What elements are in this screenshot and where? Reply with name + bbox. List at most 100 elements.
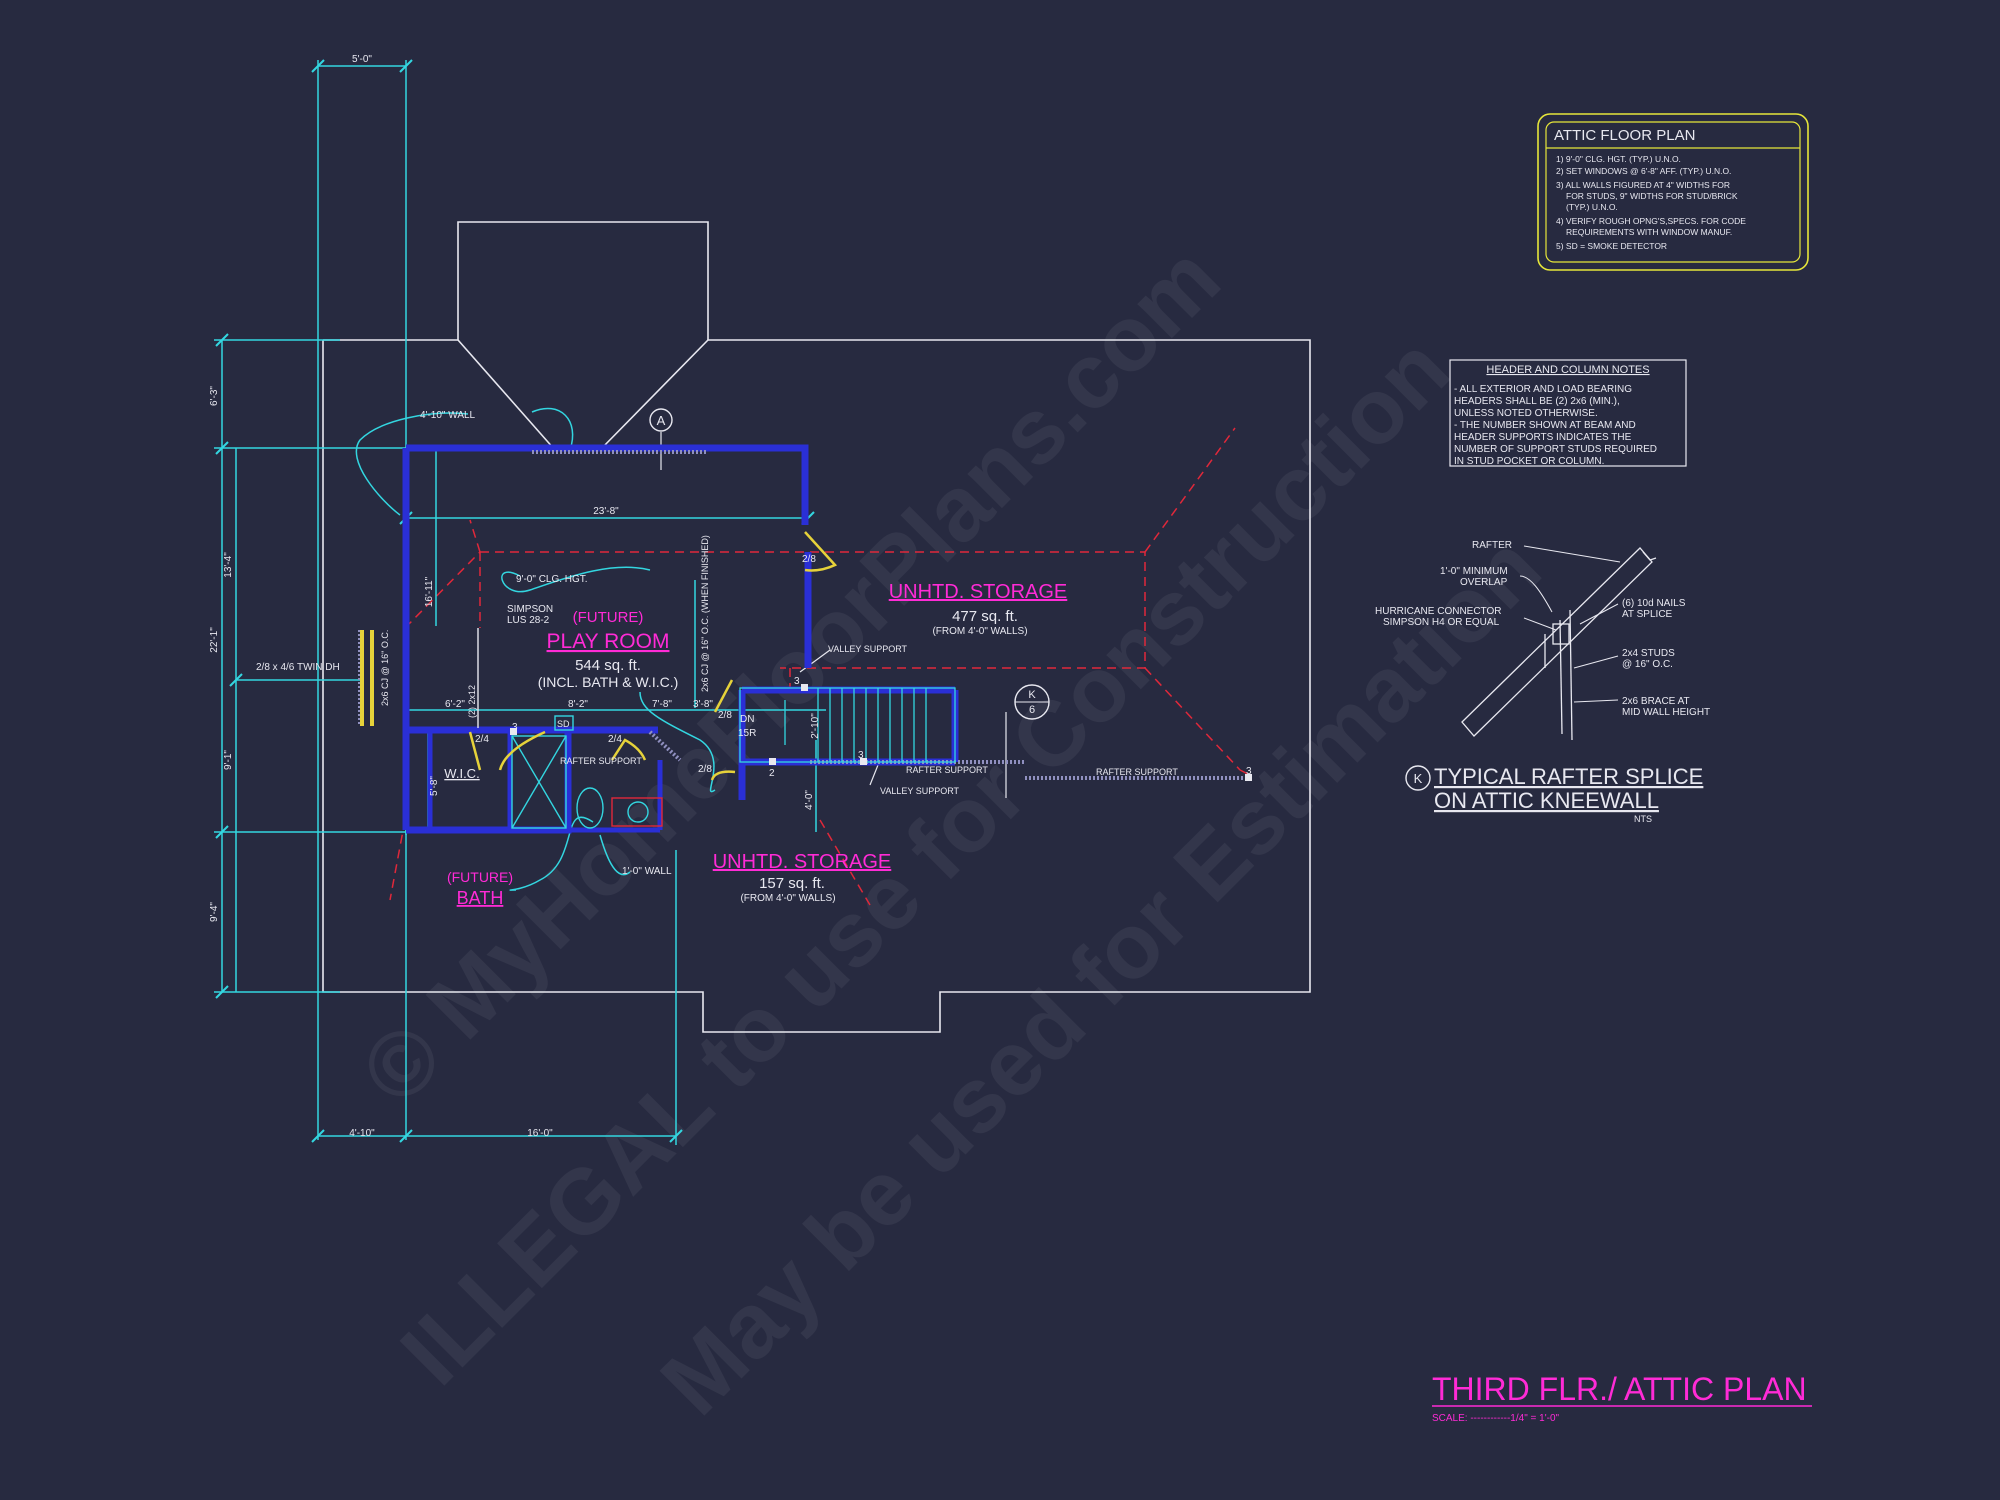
header-notes-title: HEADER AND COLUMN NOTES — [1486, 364, 1649, 376]
support-count-3c: 3 — [858, 750, 864, 761]
detail-scale: NTS — [1634, 814, 1652, 824]
room-labels: (FUTURE) PLAY ROOM 544 sq. ft. (INCL. BA… — [444, 581, 1067, 908]
header-note-5: HEADER SUPPORTS INDICATES THE — [1454, 432, 1632, 443]
header-note-2: HEADERS SHALL BE (2) 2x6 (MIN.), — [1454, 396, 1620, 407]
bath-name: BATH — [457, 888, 504, 908]
knee-walls — [358, 450, 1248, 780]
dim-3-8: 3'-8" — [693, 699, 713, 710]
dim-4-0: 4'-0" — [804, 790, 815, 810]
dim-8-2: 8'-2" — [568, 699, 588, 710]
bath-future: (FUTURE) — [447, 869, 513, 885]
detail-overlap-2: OVERLAP — [1460, 577, 1508, 588]
dim-22-1: 22'-1" — [209, 627, 220, 653]
dim-13-4: 13'-4" — [223, 552, 234, 578]
plan-title-block: THIRD FLR./ ATTIC PLAN SCALE: ----------… — [1432, 1371, 1812, 1424]
window — [360, 630, 374, 726]
support-count-3a: 3 — [794, 676, 800, 687]
doors — [468, 531, 838, 781]
cj-right-label: 2x6 CJ @ 16" O.C. (WHEN FINISHED) — [700, 535, 710, 692]
storage-1-area: 477 sq. ft. — [952, 608, 1018, 625]
play-room-name: PLAY ROOM — [547, 630, 670, 653]
attic-note-5: (TYP.) U.N.O. — [1566, 202, 1618, 212]
dim-5-8: 5'-8" — [429, 776, 440, 796]
plan-title: THIRD FLR./ ATTIC PLAN — [1432, 1371, 1807, 1407]
k6-marker-bottom: 6 — [1029, 704, 1035, 716]
dim-6-3: 6'-3" — [209, 386, 220, 406]
dim-bottom-4-10: 4'-10" — [349, 1128, 375, 1139]
attic-note-4: FOR STUDS, 9" WIDTHS FOR STUD/BRICK — [1566, 191, 1738, 201]
attic-notes-box: ATTIC FLOOR PLAN 1) 9'-0" CLG. HGT. (TYP… — [1537, 113, 1809, 271]
bath-fixtures — [477, 628, 663, 829]
storage-2-area: 157 sq. ft. — [759, 875, 825, 892]
sink — [627, 801, 649, 823]
plan-scale: SCALE: ------------1/4" = 1'-0" — [1432, 1413, 1560, 1424]
header-note-4: - THE NUMBER SHOWN AT BEAM AND — [1454, 420, 1636, 431]
header-notes-box: HEADER AND COLUMN NOTES - ALL EXTERIOR A… — [1449, 359, 1687, 467]
attic-note-3: 3) ALL WALLS FIGURED AT 4" WIDTHS FOR — [1556, 180, 1730, 190]
rafter-splice-detail: RAFTER 1'-0" MINIMUM OVERLAP HURRICANE C… — [1375, 540, 1710, 824]
leader-lines — [355, 407, 716, 891]
detail-overlap-1: 1'-0" MINIMUM — [1440, 566, 1508, 577]
stair-risers: 15R — [738, 728, 756, 739]
beam-2x12-label: (2) 2x12 — [467, 685, 477, 718]
rafter-support-left: RAFTER SUPPORT — [560, 756, 642, 766]
play-room-incl: (INCL. BATH & W.I.C.) — [538, 674, 679, 690]
play-room-future: (FUTURE) — [573, 609, 644, 626]
support-count-3d: 3 — [1246, 766, 1252, 777]
stairs — [739, 687, 956, 763]
detail-marker-k6: K 6 — [1014, 684, 1050, 720]
dim-9-1: 9'-1" — [223, 750, 234, 770]
detail-studs-2: @ 16" O.C. — [1622, 659, 1673, 670]
attic-note-6: 4) VERIFY ROUGH OPNG'S,SPECS. FOR CODE — [1556, 216, 1746, 226]
detail-nails-2: AT SPLICE — [1622, 609, 1673, 620]
simpson-label-2: LUS 28-2 — [507, 615, 550, 626]
door-2-8-top: 2/8 — [802, 554, 816, 565]
detail-brace-1: 2x6 BRACE AT — [1622, 696, 1690, 707]
wall-4-10-label: 4'-10" WALL — [420, 410, 476, 421]
valley-support-top: VALLEY SUPPORT — [828, 644, 908, 654]
attic-note-8: 5) SD = SMOKE DETECTOR — [1556, 241, 1667, 251]
support-count-2: 2 — [769, 768, 775, 779]
roof-hip-lines — [389, 427, 1251, 906]
roof-outline — [322, 221, 1311, 1033]
smoke-detector — [554, 715, 574, 731]
attic-note-7: REQUIREMENTS WITH WINDOW MANUF. — [1566, 227, 1732, 237]
attic-note-2: 2) SET WINDOWS @ 6'-8" AFF. (TYP.) U.N.O… — [1556, 166, 1731, 176]
dim-9-4: 9'-4" — [209, 902, 220, 922]
twin-dh-label: 2/8 x 4/6 TWIN DH — [256, 662, 340, 673]
detail-rafter: RAFTER — [1472, 540, 1512, 551]
wic-label: W.I.C. — [444, 766, 479, 781]
attic-note-1: 1) 9'-0" CLG. HGT. (TYP.) U.N.O. — [1556, 154, 1681, 164]
door-2-8-c: 2/8 — [718, 710, 732, 721]
cj-left-label: 2x6 CJ @ 16" O.C. — [380, 630, 390, 706]
section-marker-a-label: A — [657, 413, 666, 428]
header-note-3: UNLESS NOTED OTHERWISE. — [1454, 408, 1598, 419]
detail-brace-2: MID WALL HEIGHT — [1622, 707, 1710, 718]
toilet — [576, 787, 604, 829]
header-note-6: NUMBER OF SUPPORT STUDS REQUIRED — [1454, 444, 1657, 455]
smoke-detector-label: SD — [557, 719, 570, 729]
attic-notes-title: ATTIC FLOOR PLAN — [1554, 127, 1695, 144]
plan-annotations: 4'-10" WALL 9'-0" CLG. HGT. SIMPSON LUS … — [256, 410, 1252, 877]
door-2-4-b: 2/4 — [608, 734, 622, 745]
header-note-1: - ALL EXTERIOR AND LOAD BEARING — [1454, 384, 1632, 395]
storage-1-note: (FROM 4'-0" WALLS) — [932, 626, 1027, 637]
detail-hurricane-1: HURRICANE CONNECTOR — [1375, 606, 1502, 617]
detail-title-1: TYPICAL RAFTER SPLICE — [1434, 764, 1703, 789]
valley-support-bottom: VALLEY SUPPORT — [880, 786, 960, 796]
dimension-ticks — [215, 59, 815, 1143]
header-note-7: IN STUD POCKET OR COLUMN. — [1454, 456, 1604, 467]
door-2-8-b: 2/8 — [698, 764, 712, 775]
detail-title-2: ON ATTIC KNEEWALL — [1434, 788, 1659, 813]
rafter-support-mid: RAFTER SUPPORT — [906, 765, 988, 775]
rafter-support-right: RAFTER SUPPORT — [1096, 767, 1178, 777]
dim-2-10: 2'-10" — [810, 713, 821, 739]
detail-marker-k: K — [1414, 771, 1423, 786]
section-marker-a: A — [649, 408, 673, 432]
dim-23-8: 23'-8" — [593, 506, 619, 517]
storage-1-name: UNHTD. STORAGE — [889, 581, 1068, 603]
ceiling-height-label: 9'-0" CLG. HGT. — [516, 574, 588, 585]
dim-7-8: 7'-8" — [652, 699, 672, 710]
dimension-labels: 5'-0" 6'-3" 13'-4" 22'-1" 9'-1" 9'-4" 23… — [209, 54, 821, 1139]
